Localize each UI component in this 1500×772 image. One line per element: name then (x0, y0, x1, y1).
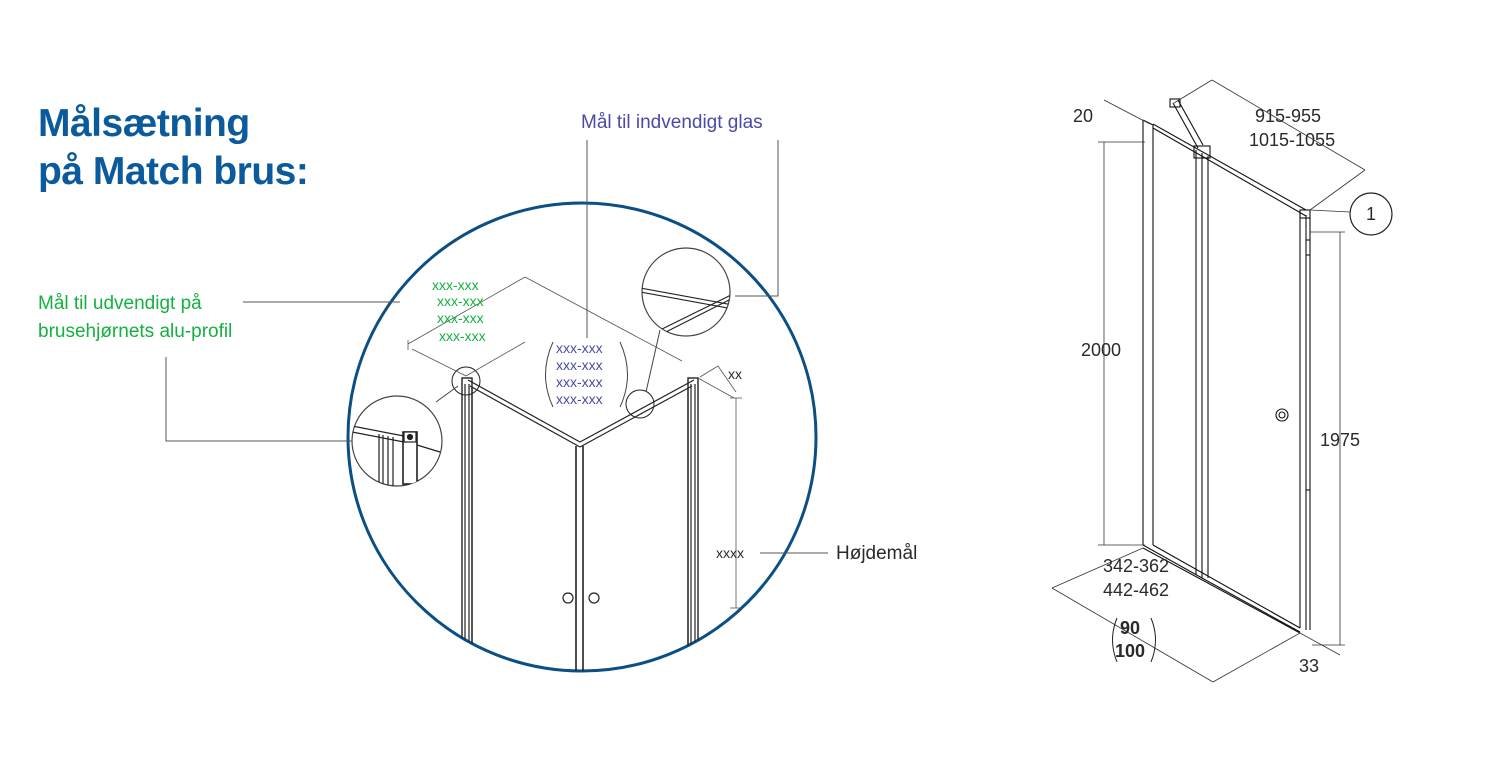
dim-size-2: 100 (1115, 641, 1145, 661)
purple-measurement-3: xxx-xxx (556, 374, 603, 390)
left-knob-icon (562, 592, 574, 604)
title-line-2: på Match brus: (38, 150, 309, 193)
dim-width-2: 1015-1055 (1249, 130, 1335, 150)
right-dimension-labels: 20 915-955 1015-1055 1 2000 1975 342-362… (1073, 106, 1376, 676)
door-handle-icon (1275, 408, 1289, 422)
green-measurements: xxx-xxx xxx-xxx xxx-xxx xxx-xxx (432, 277, 486, 344)
purple-measurement-1: xxx-xxx (556, 340, 603, 356)
purple-measurement-2: xxx-xxx (556, 357, 603, 373)
purple-measurements: xxx-xxx xxx-xxx xxx-xxx xxx-xxx (556, 340, 603, 407)
dim-fixed-1: 342-362 (1103, 556, 1169, 576)
outside-profile-label-line-1: Mål til udvendigt på (38, 293, 202, 314)
height-measure-label: Højdemål (836, 543, 917, 564)
dim-size-1: 90 (1120, 618, 1140, 638)
zoom-circle-glass (641, 247, 731, 337)
green-measurement-2: xxx-xxx (437, 293, 484, 309)
dim-top-offset: 20 (1073, 106, 1093, 126)
inside-glass-label: Mål til indvendigt glas (581, 112, 763, 133)
height-value: xxxx (716, 545, 744, 561)
green-measurement-4: xxx-xxx (439, 328, 486, 344)
corner-shower-detail: xxx-xxx xxx-xxx xxx-xxx xxx-xxx xxx-xxx … (38, 112, 917, 673)
shower-door-drawing (1142, 98, 1311, 634)
callout-number: 1 (1366, 204, 1376, 224)
right-profile (687, 377, 699, 649)
depth-value: xx (728, 366, 742, 382)
dim-depth: 33 (1299, 656, 1319, 676)
title-line-1: Målsætning (38, 102, 250, 145)
dim-height-door: 1975 (1320, 430, 1360, 450)
callout-circle (1349, 192, 1393, 236)
right-knob-icon (588, 592, 600, 604)
green-measurement-3: xxx-xxx (437, 310, 484, 326)
dim-width-1: 915-955 (1255, 106, 1321, 126)
green-measurement-1: xxx-xxx (432, 277, 479, 293)
left-profile (461, 377, 473, 649)
magnifier-circle (346, 201, 818, 673)
outside-profile-label-line-2: brusehjørnets alu-profil (38, 321, 232, 342)
dim-height-total: 2000 (1081, 340, 1121, 360)
dim-fixed-2: 442-462 (1103, 580, 1169, 600)
purple-measurement-4: xxx-xxx (556, 391, 603, 407)
page-title: Målsætning på Match brus: (38, 100, 309, 196)
